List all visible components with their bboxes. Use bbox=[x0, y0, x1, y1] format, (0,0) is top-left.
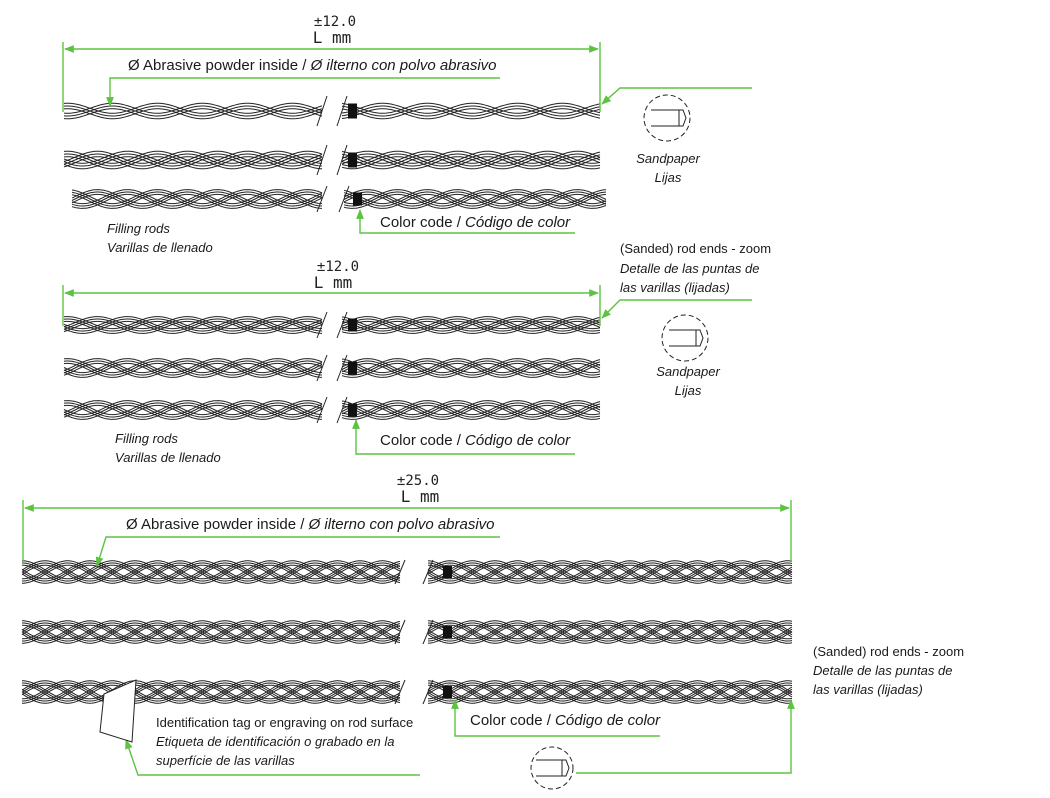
panel-c-tolerance: ±25.0 bbox=[397, 473, 439, 489]
panel-b-rod-3 bbox=[63, 396, 601, 424]
panel-a-rod-1 bbox=[63, 95, 601, 127]
rod-ends-zoom-1-title: (Sanded) rod ends - zoom bbox=[620, 241, 771, 256]
panel-b-rod-1-color-code-mark bbox=[348, 318, 357, 332]
panel-c-rod-3-color-code-mark bbox=[443, 686, 452, 698]
rod-end-detail-c bbox=[530, 746, 574, 790]
panel-c-id-tag-es-a: Etiqueta de identificación o grabado en … bbox=[156, 734, 395, 749]
identification-tag bbox=[99, 679, 137, 743]
panel-a-sandpaper-leader bbox=[601, 87, 752, 105]
rod-ends-zoom-2-es-b: las varillas (lijadas) bbox=[813, 682, 923, 697]
rods-layer bbox=[21, 95, 793, 705]
panel-a-color-code: Color code / Código de color bbox=[380, 214, 571, 231]
panel-a-rod-3 bbox=[71, 185, 607, 213]
panel-c-id-tag-es-b: superfície de las varillas bbox=[156, 753, 295, 768]
panel-a-rod-2 bbox=[63, 144, 601, 176]
panel-c-rod-1-color-code-mark bbox=[443, 566, 452, 578]
panel-a-filling-rods-en: Filling rods bbox=[107, 221, 170, 236]
panel-b-dimension-line bbox=[62, 285, 601, 326]
panel-b-sandpaper-en: Sandpaper bbox=[656, 364, 720, 379]
panel-a-rod-3-color-code-mark bbox=[353, 192, 362, 206]
panel-a-dimension-line bbox=[62, 42, 601, 112]
panel-c-rod-2 bbox=[21, 619, 793, 645]
panel-c-powder-note: Ø Abrasive powder inside / Ø ilterno con… bbox=[126, 516, 495, 533]
panel-c-rod-end-leader bbox=[576, 699, 795, 774]
panel-a-powder-note: Ø Abrasive powder inside / Ø ilterno con… bbox=[128, 57, 497, 74]
panel-b-color-code-leader bbox=[352, 419, 575, 455]
panel-b-rod-1 bbox=[63, 311, 601, 339]
panel-b-tolerance: ±12.0 bbox=[317, 259, 359, 275]
panel-b-rod-2-color-code-mark bbox=[348, 361, 357, 375]
panel-c-dimension-line bbox=[22, 500, 792, 562]
panel-b-rod-3-color-code-mark bbox=[348, 403, 357, 417]
panel-c-color-code-leader bbox=[451, 699, 660, 737]
rod-ends-zoom-2-title: (Sanded) rod ends - zoom bbox=[813, 644, 964, 659]
panel-c-id-tag-leader bbox=[125, 739, 420, 776]
panel-b-sandpaper-leader bbox=[601, 299, 752, 319]
panel-c-rod-1 bbox=[21, 559, 793, 585]
panel-a-filling-rods-es: Varillas de llenado bbox=[107, 240, 213, 255]
rod-end-detail-a bbox=[643, 94, 691, 142]
panel-b-length: L mm bbox=[314, 273, 353, 292]
panel-c-id-tag-en: Identification tag or engraving on rod s… bbox=[156, 715, 413, 730]
panel-c-rod-3 bbox=[21, 679, 793, 705]
rod-ends-zoom-1-es-a: Detalle de las puntas de bbox=[620, 261, 759, 276]
panel-b-rod-2 bbox=[63, 354, 601, 382]
rod-ends-zoom-2-es-a: Detalle de las puntas de bbox=[813, 663, 952, 678]
panel-c-length: L mm bbox=[401, 487, 440, 506]
panel-a-tolerance: ±12.0 bbox=[314, 14, 356, 30]
panel-b-filling-rods-es: Varillas de llenado bbox=[115, 450, 221, 465]
panel-a-length: L mm bbox=[313, 28, 352, 47]
panel-c-rod-2-color-code-mark bbox=[443, 626, 452, 638]
panel-c-powder-leader bbox=[95, 536, 500, 567]
panel-a-rod-1-color-code-mark bbox=[348, 103, 357, 119]
panel-b-color-code: Color code / Código de color bbox=[380, 432, 571, 449]
panel-b-filling-rods-en: Filling rods bbox=[115, 431, 178, 446]
rod-ends-zoom-1-es-b: las varillas (lijadas) bbox=[620, 280, 730, 295]
panel-a-sandpaper-en: Sandpaper bbox=[636, 151, 700, 166]
panel-a-color-code-leader bbox=[356, 209, 575, 234]
panel-a-rod-2-color-code-mark bbox=[348, 152, 357, 168]
rod-end-detail-b bbox=[661, 314, 709, 362]
panel-a-sandpaper-es: Lijas bbox=[655, 170, 682, 185]
panel-c-color-code: Color code / Código de color bbox=[470, 712, 661, 729]
panel-a-powder-leader bbox=[106, 77, 500, 107]
panel-b-sandpaper-es: Lijas bbox=[675, 383, 702, 398]
